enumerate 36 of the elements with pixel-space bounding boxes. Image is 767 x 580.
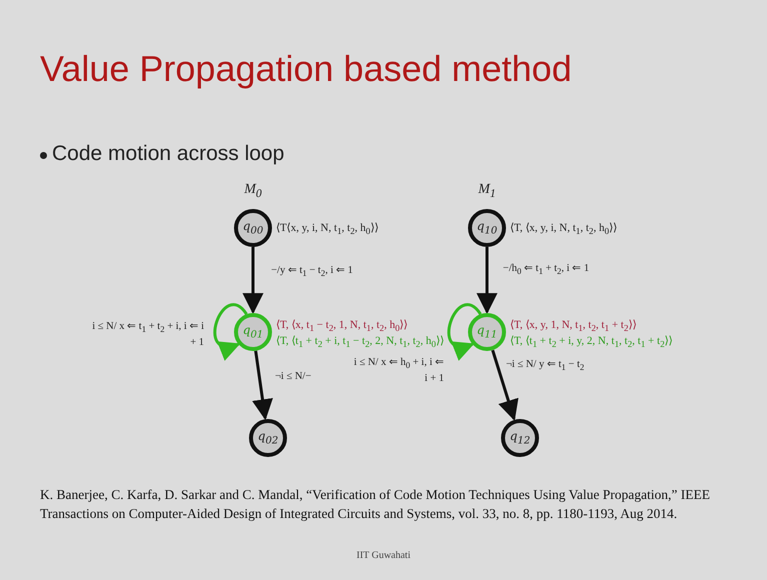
state-name: q$_{02}$ [258,429,278,447]
state-tuple: ⟨T, ⟨x, y, 1, N, t$_{1}$, t$_{2}$, t$_{1}$ + t$_{2}$⟩⟩ [510,318,636,334]
state-name: q$_{11}$ [476,323,498,341]
state-circle [501,419,539,457]
state-circle [249,419,287,457]
state-tuple: ⟨T, ⟨t$_{1}$ + t$_{2}$ + i, t$_{1}$ − t$_{2}$, 2, N, t$_{1}$, t$_{2}$, h$_{0}$⟩⟩ [276,334,444,350]
state-name: q$_{12}$ [510,429,530,447]
state-tuple: ⟨T, ⟨x, y, i, N, t$_{1}$, t$_{2}$, h$_{0}$⟩⟩ [510,221,618,236]
arrow [476,247,498,314]
state-name: q$_{10}$ [476,219,498,237]
state-tuple: ⟨T, ⟨t$_{1}$ + t$_{2}$ + i, y, 2, N, t$_{1}$, t$_{2}$, t$_{1}$ + t$_{2}$⟩⟩ [510,334,673,350]
state-circle [234,313,272,351]
arrow [252,350,273,420]
arrow [491,350,518,421]
bullet-point: Code motion across loop [52,142,284,166]
state-tuple: ⟨T⟨x, y, i, N, t$_{1}$, t$_{2}$, h$_{0}$⟩⟩ [276,221,378,236]
machine-label: M$_{0}$ [244,182,262,200]
footer-text: IIT Guwahati [356,550,412,561]
edge-label: i ≤ N/ x ⇐ h$_{0}$ + i, i ⇐ i + 1 [352,356,444,386]
arrow [242,247,264,314]
edge-label: −/y ⇐ t$_{1}$ − t$_{2}$, i ⇐ 1 [270,264,354,280]
edge-label: ¬i ≤ N/− [275,370,312,384]
self-loop-arrow [448,303,482,359]
citation-text: K. Banerjee, C. Karfa, D. Sarkar and C. Mandal, “Verification of Code Motion Techniques Using Value Propagation,” IEEE Transactions on Computer-Aided Design of Integrated Circuits and Systems, vol. 33, no. 8, pp. 1180-1193, Aug 2014. [40,486,712,523]
state-circle [468,313,506,351]
edge-label: −/h$_{0}$ ⇐ t$_{1}$ + t$_{2}$, i ⇐ 1 [502,262,590,278]
self-loop-arrow [214,303,248,359]
edge-label: ¬i ≤ N/ y ⇐ t$_{1}$ − t$_{2}$ [506,358,586,374]
machine-label: M$_{1}$ [478,182,496,200]
state-circle [234,209,272,247]
slide-title: Value Propagation based method [40,48,572,90]
state-name: q$_{00}$ [242,219,264,237]
state-circle [468,209,506,247]
state-name: q$_{01}$ [242,323,264,341]
state-tuple: ⟨T, ⟨x, t$_{1}$ − t$_{2}$, 1, N, t$_{1}$, t$_{2}$, h$_{0}$⟩⟩ [276,318,408,334]
edge-label: i ≤ N/ x ⇐ t$_{1}$ + t$_{2}$ + i, i ⇐ i + 1 [92,320,204,350]
